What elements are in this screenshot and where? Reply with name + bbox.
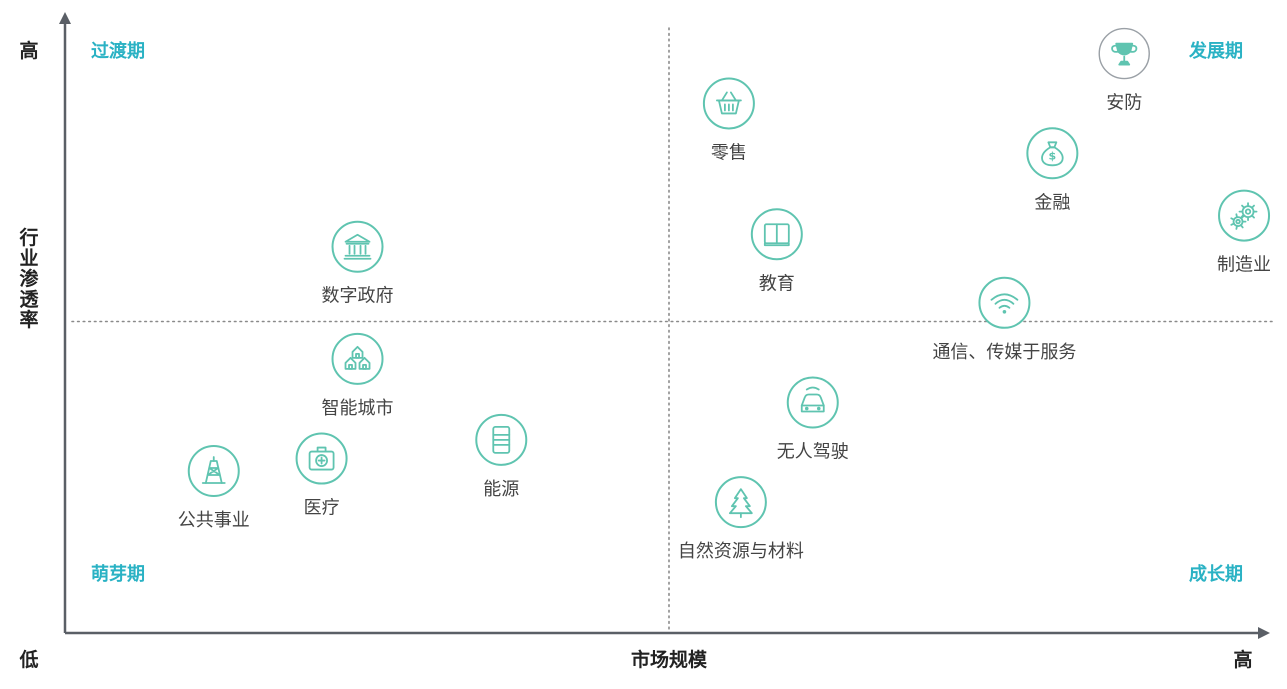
data-point: 能源: [475, 413, 528, 500]
point-label: 制造业: [1217, 255, 1271, 276]
x-axis-low-label: 低: [18, 648, 38, 671]
quadrant-label-top-right: 发展期: [1188, 40, 1243, 62]
city-houses-icon: [344, 345, 371, 370]
tower-icon: [201, 456, 226, 484]
point-marker: [331, 220, 384, 273]
svg-text:$: $: [1049, 149, 1057, 162]
medical-kit-icon: [308, 446, 335, 471]
data-point: 数字政府: [322, 220, 394, 307]
point-label: 自然资源与材料: [678, 541, 804, 562]
gears-icon: [1230, 202, 1258, 230]
data-point: 公共事业: [178, 445, 250, 531]
quadrant-label-bottom-right: 成长期: [1189, 563, 1243, 585]
tree-icon: [728, 488, 753, 519]
point-marker: [702, 77, 755, 130]
point-label: 零售: [711, 142, 747, 163]
book-icon: [763, 223, 790, 247]
point-label: 医疗: [304, 498, 340, 519]
data-point: 自然资源与材料: [678, 476, 804, 562]
point-marker: [786, 376, 839, 429]
point-marker: [978, 276, 1031, 329]
quadrant-label-top-left: 过渡期: [91, 40, 145, 62]
point-marker: [331, 332, 384, 385]
point-label: 公共事业: [178, 510, 250, 531]
y-axis-high-label: 高: [19, 39, 38, 62]
point-marker: [714, 476, 767, 529]
data-point: 安防: [1098, 27, 1150, 114]
x-axis-label: 市场规模: [631, 648, 708, 671]
data-point: 制造业: [1217, 189, 1271, 276]
point-label: 智能城市: [322, 398, 394, 419]
point-label: 数字政府: [322, 286, 394, 307]
x-axis-high-label: 高: [1233, 648, 1252, 671]
y-axis-label: 行业渗透率: [18, 226, 39, 331]
data-point: 无人驾驶: [777, 376, 849, 462]
battery-icon: [492, 425, 511, 454]
point-label: 无人驾驶: [777, 441, 849, 462]
wifi-icon: [990, 293, 1019, 314]
point-marker: [1026, 127, 1079, 180]
trophy-icon: [1111, 42, 1138, 66]
point-label: 安防: [1106, 93, 1142, 114]
point-label: 金融: [1034, 192, 1070, 213]
quadrant-label-bottom-left: 萌芽期: [91, 563, 145, 585]
government-building-icon: [343, 233, 372, 260]
car-icon: [800, 386, 825, 413]
basket-icon: [716, 91, 742, 115]
data-point: 智能城市: [322, 332, 394, 419]
point-label: 通信、传媒于服务: [932, 342, 1076, 363]
point-label: 教育: [759, 273, 795, 294]
data-point: 教育: [750, 208, 803, 294]
data-point: $ 金融: [1026, 127, 1079, 213]
money-bag-icon: $: [1041, 141, 1064, 167]
data-point: 通信、传媒于服务: [932, 276, 1076, 363]
data-point: 医疗: [295, 432, 348, 519]
point-label: 能源: [483, 479, 519, 500]
data-point: 零售: [702, 77, 755, 163]
